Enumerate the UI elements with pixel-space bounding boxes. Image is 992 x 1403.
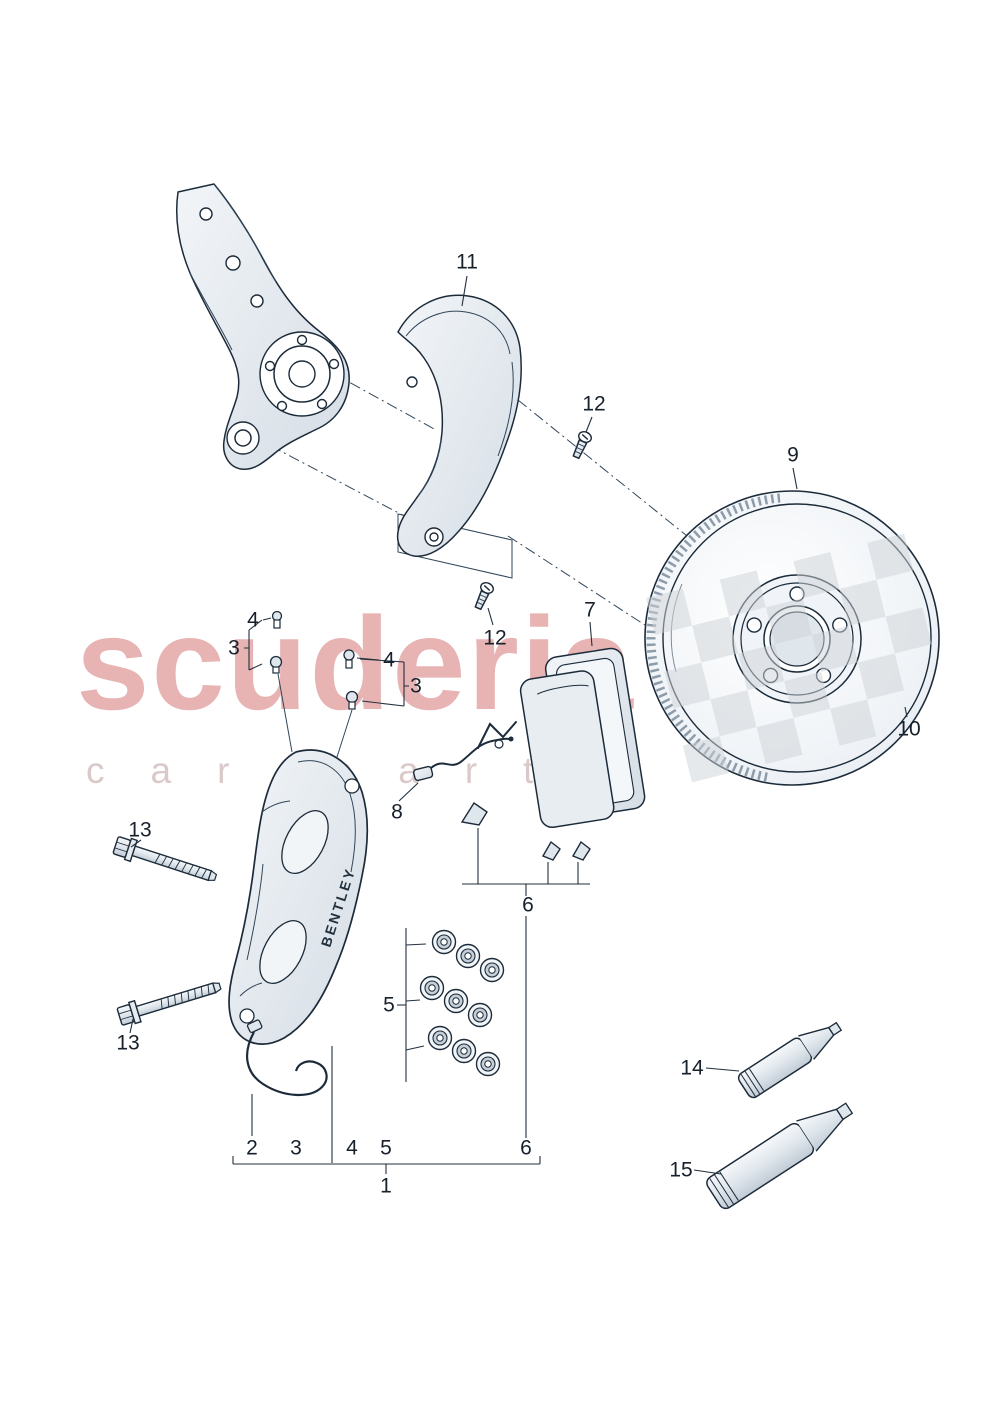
callout-part-14: 14 <box>680 1056 704 1080</box>
callout-part-12-lower: 12 <box>483 626 507 650</box>
callout-part-3-left: 3 <box>228 636 240 660</box>
shield-screw-upper <box>572 431 592 460</box>
callout-part-4-left: 4 <box>247 608 259 632</box>
seal-ring <box>443 988 469 1014</box>
seal-ring <box>475 1051 501 1077</box>
callout-part-4-right: 4 <box>383 648 395 672</box>
callout-part-8: 8 <box>391 800 403 824</box>
seal-ring <box>479 957 505 983</box>
brake-caliper: BENTLEY <box>228 749 369 1045</box>
caliper-bolt-lower <box>116 982 222 1026</box>
caliper-bolt-upper <box>112 836 218 882</box>
wear-indicator-wire <box>246 1019 328 1097</box>
leader-lines <box>129 275 908 1175</box>
callout-part-3-right: 3 <box>410 674 422 698</box>
steering-knuckle <box>176 183 350 471</box>
seal-ring <box>467 1002 493 1028</box>
seal-ring <box>431 929 457 955</box>
callout-part-5: 5 <box>383 993 395 1017</box>
callout-assembly-1: 1 <box>380 1174 392 1198</box>
wear-sensor <box>412 736 514 782</box>
bleeder-valve-set-left <box>269 610 293 753</box>
callout-part-6: 6 <box>522 893 534 917</box>
callout-part-7: 7 <box>584 598 596 622</box>
splash-shield <box>396 294 522 557</box>
callout-part-15: 15 <box>669 1158 693 1182</box>
callout-bottom-2: 2 <box>246 1136 258 1160</box>
seal-ring <box>419 975 445 1001</box>
callout-part-13-upper: 13 <box>128 818 152 842</box>
callout-part-11: 11 <box>456 250 478 274</box>
callout-bottom-4: 4 <box>346 1136 358 1160</box>
callout-part-13-lower: 13 <box>116 1031 140 1055</box>
retaining-springs <box>460 802 591 1138</box>
seal-ring <box>427 1025 453 1051</box>
callout-bottom-3: 3 <box>290 1136 302 1160</box>
callout-bottom-5: 5 <box>380 1136 392 1160</box>
grease-tube-large <box>706 1102 854 1210</box>
seal-ring <box>451 1038 477 1064</box>
seal-ring <box>455 943 481 969</box>
seal-repair-kit <box>405 928 505 1082</box>
shield-screw-lower <box>474 582 494 611</box>
checkered-flag-watermark <box>646 533 932 783</box>
brake-pads <box>477 647 646 829</box>
callout-part-9: 9 <box>787 443 799 467</box>
bleeder-valve-set-right <box>336 649 359 758</box>
callout-part-10: 10 <box>897 717 921 741</box>
callout-bottom-6: 6 <box>520 1136 532 1160</box>
callout-part-12-upper: 12 <box>582 392 606 416</box>
grease-tube-small <box>737 1021 843 1099</box>
